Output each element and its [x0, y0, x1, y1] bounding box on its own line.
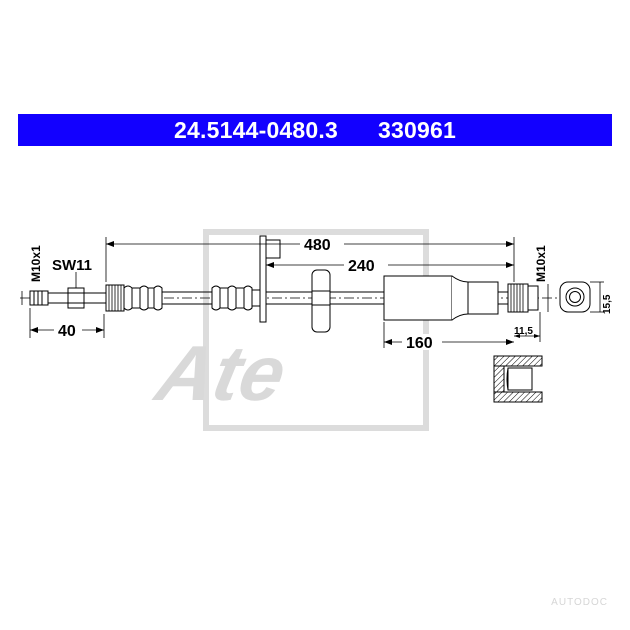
hose-body	[162, 291, 212, 305]
left-bellows	[123, 285, 163, 311]
dim-sleeve-length: 160	[406, 335, 433, 352]
title-bar: 24.5144-0480.3 330961	[18, 114, 612, 146]
left-fitting	[29, 284, 125, 312]
dim-end-diameter: 15,5	[602, 294, 613, 314]
dim-left-fitting-length: 40	[58, 323, 76, 340]
right-fitting	[507, 283, 539, 313]
ref-number: 330961	[378, 116, 456, 143]
end-view	[559, 281, 604, 313]
part-number: 24.5144-0480.3	[174, 116, 338, 143]
protective-sleeve	[383, 275, 499, 321]
dim-thread-left: M10x1	[29, 245, 43, 282]
dim-bracket-length: 240	[348, 258, 375, 275]
dim-overall-length: 480	[304, 237, 331, 254]
watermark-brand: Ate	[147, 330, 293, 417]
dim-right-offset: 11,5	[514, 326, 533, 337]
dim-thread-right: M10x1	[534, 245, 548, 282]
source-watermark: AUTODOC	[551, 597, 608, 608]
dim-wrench-size: SW11	[52, 257, 92, 274]
mounting-bracket	[259, 235, 281, 323]
ate-watermark	[203, 229, 429, 431]
section-detail	[493, 355, 543, 403]
hose-grommet	[311, 269, 331, 333]
dimension-arrows	[30, 241, 540, 345]
middle-bellows	[211, 285, 261, 311]
